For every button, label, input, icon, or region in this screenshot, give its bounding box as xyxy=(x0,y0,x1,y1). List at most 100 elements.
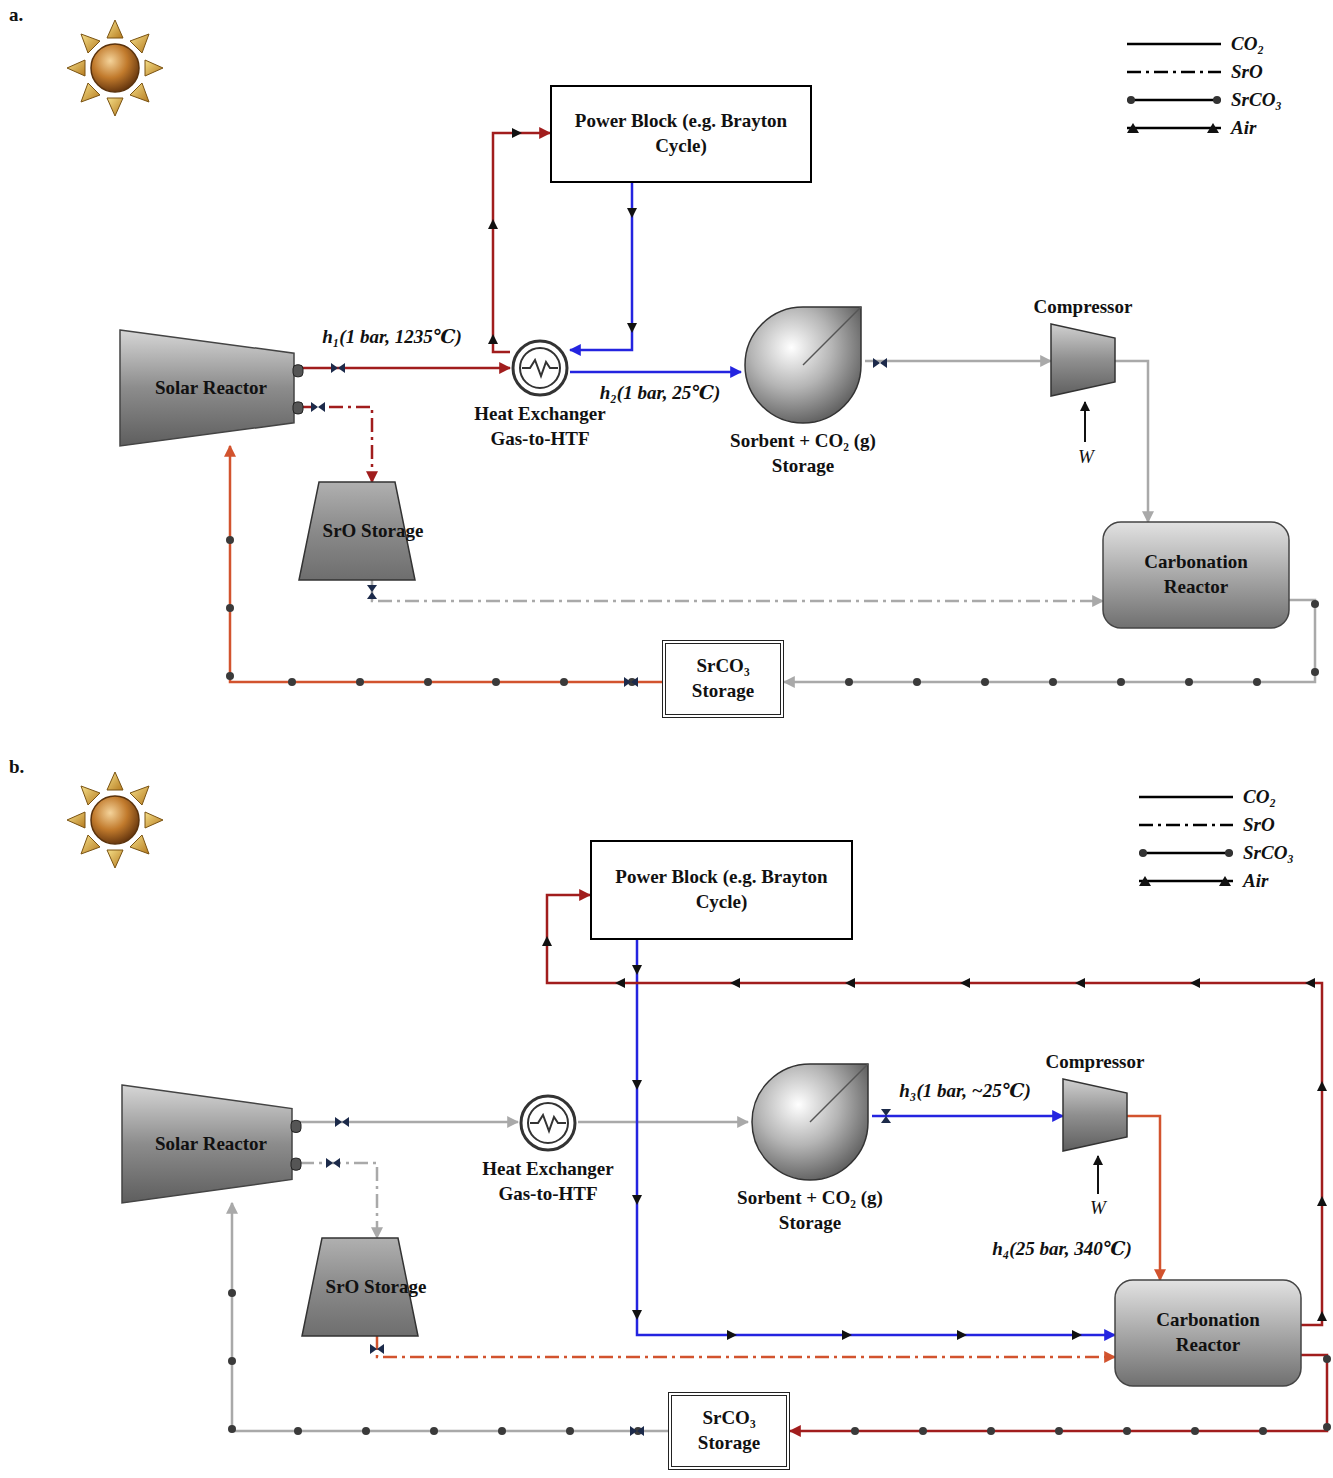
legend-swatch xyxy=(1125,93,1223,107)
particle-dot xyxy=(362,1427,370,1435)
legend-label: CO₂ xyxy=(1231,33,1264,55)
valve-symbol xyxy=(311,402,325,412)
state-label: h₄(25 bar, 340℃) xyxy=(989,1237,1135,1260)
storage-vessel: Sorbent + CO₂ (g) Storage xyxy=(708,301,898,478)
legend-swatch xyxy=(1137,818,1235,832)
air-triangle xyxy=(512,128,522,138)
panel-letter: a. xyxy=(6,4,26,26)
storage-vessel: Sorbent + CO₂ (g) Storage xyxy=(715,1058,905,1235)
particle-dot xyxy=(913,678,921,686)
exchanger-symbol xyxy=(510,338,570,398)
legend-dot xyxy=(1127,96,1135,104)
air-triangle xyxy=(1317,1081,1327,1091)
compressor-symbol xyxy=(1051,324,1115,396)
flow-connector xyxy=(372,580,1103,601)
sun-icon xyxy=(67,20,163,116)
line-markers xyxy=(226,128,1331,1435)
air-triangle xyxy=(1190,978,1200,988)
exchanger-symbol xyxy=(518,1093,578,1153)
flow-connector xyxy=(872,1115,1063,1118)
flow-connector xyxy=(377,1336,1115,1357)
flow-connector xyxy=(570,371,741,374)
valve-symbol xyxy=(873,358,887,368)
particle-dot xyxy=(226,672,234,680)
particle-dot xyxy=(1311,600,1319,608)
exchanger-coil xyxy=(522,360,558,376)
work-arrow xyxy=(1097,1156,1099,1194)
legend-swatch xyxy=(1125,121,1223,135)
air-triangle xyxy=(542,936,552,946)
reactor-body xyxy=(1115,1280,1301,1386)
node-label: Compressor xyxy=(1046,1050,1145,1075)
particle-dot xyxy=(981,678,989,686)
legend-row: SrCO₃ xyxy=(1125,86,1282,114)
node-label: SrCO₃ Storage xyxy=(677,654,769,703)
air-triangle xyxy=(727,1330,737,1340)
flow-connector xyxy=(570,183,632,350)
compressor-body xyxy=(1051,324,1115,396)
flow-connector xyxy=(493,133,550,352)
legend-line xyxy=(1127,43,1221,46)
air-triangle xyxy=(1305,978,1315,988)
heat-exchanger: Heat Exchanger Gas-to-HTF xyxy=(462,338,618,451)
air-triangle xyxy=(960,978,970,988)
particle-dot xyxy=(288,678,296,686)
node-label: Power Block (e.g. Brayton Cycle) xyxy=(565,109,797,158)
particle-dot xyxy=(424,678,432,686)
work-label: W xyxy=(1087,1197,1109,1219)
node-label: SrO Storage xyxy=(323,519,424,544)
flow-connector xyxy=(578,1121,748,1124)
particle-dot xyxy=(1049,678,1057,686)
legend-swatch xyxy=(1125,37,1223,51)
node-label: Heat Exchanger Gas-to-HTF xyxy=(462,402,618,451)
valve-symbol xyxy=(624,677,638,687)
reactor-box: Carbonation Reactor xyxy=(1115,1280,1301,1386)
legend-dot xyxy=(1139,849,1147,857)
storage-box: SrCO₃ Storage xyxy=(662,640,784,718)
particle-dot xyxy=(1123,1427,1131,1435)
particle-dot xyxy=(566,1427,574,1435)
node-label: Solar Reactor xyxy=(155,376,267,401)
reactor-body xyxy=(122,1085,292,1203)
legend-label: SrO xyxy=(1243,814,1275,836)
node-label: Sorbent + CO₂ (g) Storage xyxy=(715,1186,905,1235)
storage-hopper: SrO Storage xyxy=(302,1238,451,1336)
air-triangle xyxy=(957,1330,967,1340)
reactor-port xyxy=(293,402,303,414)
compressor-symbol xyxy=(1063,1079,1127,1151)
particle-dot xyxy=(228,1357,236,1365)
particle-dot xyxy=(1253,678,1261,686)
air-triangle xyxy=(845,978,855,988)
legend-swatch xyxy=(1137,874,1235,888)
air-triangle xyxy=(488,334,498,344)
node-label: Compressor xyxy=(1034,295,1133,320)
reactor-box: Carbonation Reactor xyxy=(1103,522,1289,628)
reactor-port xyxy=(293,365,303,377)
solar-reactor: Solar Reactor xyxy=(120,330,302,446)
particle-dot xyxy=(356,678,364,686)
particle-dot xyxy=(851,1427,859,1435)
air-triangle xyxy=(1072,1330,1082,1340)
flow-connector xyxy=(300,1163,377,1238)
particle-dot xyxy=(430,1427,438,1435)
legend-label: CO₂ xyxy=(1243,786,1276,808)
legend-triangle xyxy=(1219,876,1231,886)
flow-connector xyxy=(547,895,1322,1325)
legend-line xyxy=(1127,99,1221,102)
particle-dot xyxy=(1323,1355,1331,1363)
particle-dot xyxy=(845,678,853,686)
work-label: W xyxy=(1075,446,1097,468)
air-triangle xyxy=(615,978,625,988)
air-triangle xyxy=(627,323,637,333)
legend-dot xyxy=(1225,849,1233,857)
storage-hopper: SrO Storage xyxy=(299,482,448,580)
particle-dot xyxy=(1191,1427,1199,1435)
particle-dot xyxy=(1055,1427,1063,1435)
heat-exchanger: Heat Exchanger Gas-to-HTF xyxy=(470,1093,626,1206)
node-label: SrCO₃ Storage xyxy=(683,1406,775,1455)
legend: CO₂SrOSrCO₃Air xyxy=(1125,30,1282,142)
particle-dot xyxy=(226,604,234,612)
legend-dot xyxy=(1213,96,1221,104)
reactor-body xyxy=(1103,522,1289,628)
particle-dot xyxy=(1259,1427,1267,1435)
